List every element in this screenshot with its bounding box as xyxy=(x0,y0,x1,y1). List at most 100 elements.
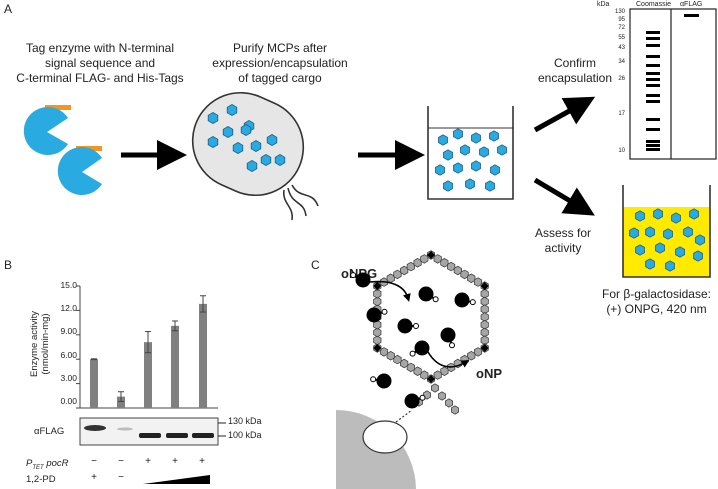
coomassie-band-4 xyxy=(646,55,660,58)
yellow-hex-12 xyxy=(675,246,685,258)
beaker-hex-2 xyxy=(453,128,463,140)
shell-hex-24 xyxy=(433,370,442,380)
blot-band-4 xyxy=(166,433,188,438)
tag-hex-3 xyxy=(431,383,439,393)
coomassie-band-2 xyxy=(646,37,660,40)
gel-coomassie-label: Coomassie xyxy=(636,1,672,8)
beaker-hex-12 xyxy=(490,164,500,176)
gel-marker-95: 95 xyxy=(618,17,625,23)
bar-3 xyxy=(144,342,152,408)
gel-aflag-label: αFLAG xyxy=(680,1,703,8)
yellow-hex-10 xyxy=(635,244,645,256)
coomassie-band-10 xyxy=(646,100,660,103)
gel-marker-17: 17 xyxy=(618,111,625,117)
gel-marker-130: 130 xyxy=(614,9,625,15)
coomassie-band-11 xyxy=(646,118,660,121)
beaker-hex-5 xyxy=(443,149,453,161)
coomassie-band-5 xyxy=(646,64,660,67)
cell-hex-12 xyxy=(240,124,252,136)
his-tag-bond xyxy=(395,409,413,423)
shell-vertex-1 xyxy=(427,251,435,259)
shell-hex-27 xyxy=(413,366,422,377)
row2-label: 1,2-PD xyxy=(26,474,56,485)
assess-text: Assess for activity xyxy=(518,226,608,256)
step2-line-1: Purify MCPs after xyxy=(232,41,328,55)
shell-hex-40 xyxy=(373,288,382,299)
blot-band-2 xyxy=(117,427,133,431)
result-text: For β-galactosidase: (+) ONPG, 420 nm xyxy=(595,287,718,317)
assess-line-1: Assess for xyxy=(534,226,591,240)
shell-hex-48 xyxy=(420,254,429,264)
yellow-hex-13 xyxy=(693,250,703,262)
gel-marker-26: 26 xyxy=(618,76,625,82)
yellow-hex-5 xyxy=(629,227,639,239)
step1-line-2: signal sequence and xyxy=(44,56,156,70)
row1-label: PTET pocR xyxy=(26,458,69,471)
bars xyxy=(90,295,207,408)
shell-hex-3 xyxy=(440,257,449,268)
yellow-hex-3 xyxy=(671,212,681,224)
cell-hexagons xyxy=(207,104,286,172)
beaker-hex-11 xyxy=(471,160,481,172)
yellow-hex-11 xyxy=(655,242,665,254)
y-tick-3: 3.00 xyxy=(60,373,77,383)
y-tick-9: 9.00 xyxy=(60,326,77,336)
panel-b-letter: B xyxy=(4,258,13,272)
enzyme-2 xyxy=(57,146,102,195)
row1-label-sub: TET xyxy=(32,464,44,471)
step2-line-2: expression/encapsulation xyxy=(212,56,348,70)
result-line-1: For β-galactosidase: xyxy=(602,287,711,301)
sds-gel xyxy=(629,8,717,160)
gradient-wedge xyxy=(143,475,210,484)
confirm-line-1: Confirm xyxy=(553,56,596,70)
tag-hex-4 xyxy=(438,391,446,401)
coomassie-band-9 xyxy=(646,94,660,97)
coomassie-bands xyxy=(646,31,660,151)
panel-a-letter: A xyxy=(4,2,13,16)
row1-value-1: − xyxy=(91,456,97,467)
cell-hex-1 xyxy=(207,112,219,124)
bar-2 xyxy=(117,396,125,408)
coomassie-band-3 xyxy=(646,44,660,47)
beaker-hex-14 xyxy=(465,178,475,190)
result-line-2: (+) ONPG, 420 nm xyxy=(606,302,707,316)
shell-hex-32 xyxy=(379,347,389,357)
beaker-hex-7 xyxy=(479,146,489,158)
yellow-hex-8 xyxy=(683,226,693,238)
beaker-hex-3 xyxy=(471,132,481,144)
bar-4 xyxy=(171,325,179,408)
confirm-line-2: encapsulation xyxy=(537,71,613,85)
shell-vertex-6 xyxy=(373,282,382,290)
row2-value-2: − xyxy=(118,472,124,483)
shell-hex-18 xyxy=(473,347,483,357)
beaker-hex-9 xyxy=(435,164,445,176)
nickel-ion xyxy=(362,420,408,454)
shell-hex-31 xyxy=(386,350,395,361)
yellow-beaker-hexagons xyxy=(629,208,705,272)
cell-hex-11 xyxy=(246,160,258,172)
row2-value-1: + xyxy=(91,472,97,483)
yellow-hex-15 xyxy=(665,260,675,272)
cell-hex-7 xyxy=(250,140,262,152)
coomassie-band-7 xyxy=(646,78,660,81)
coomassie-band-1 xyxy=(646,31,660,34)
cell-hex-5 xyxy=(207,136,219,148)
beaker-hex-15 xyxy=(485,180,495,192)
tag-hex-6 xyxy=(451,405,459,415)
beaker-hex-1 xyxy=(438,134,448,146)
row1-value-2: − xyxy=(118,456,124,467)
gel-marker-10: 10 xyxy=(618,148,625,154)
row1-value-5: + xyxy=(199,456,205,467)
shell-hex-46 xyxy=(406,261,415,272)
step2-text: Purify MCPs after expression/encapsulati… xyxy=(195,41,365,86)
enzyme-1 xyxy=(23,105,71,156)
onpg-arrow xyxy=(369,280,411,302)
blot-band-3 xyxy=(139,433,161,438)
gel-marker-55: 55 xyxy=(618,35,625,41)
shell-vertex-3 xyxy=(480,344,489,352)
shell-hex-35 xyxy=(373,327,382,338)
y-tick-6: 6.00 xyxy=(60,350,77,360)
arrow-confirm xyxy=(533,96,596,133)
yellow-hex-14 xyxy=(645,258,655,270)
